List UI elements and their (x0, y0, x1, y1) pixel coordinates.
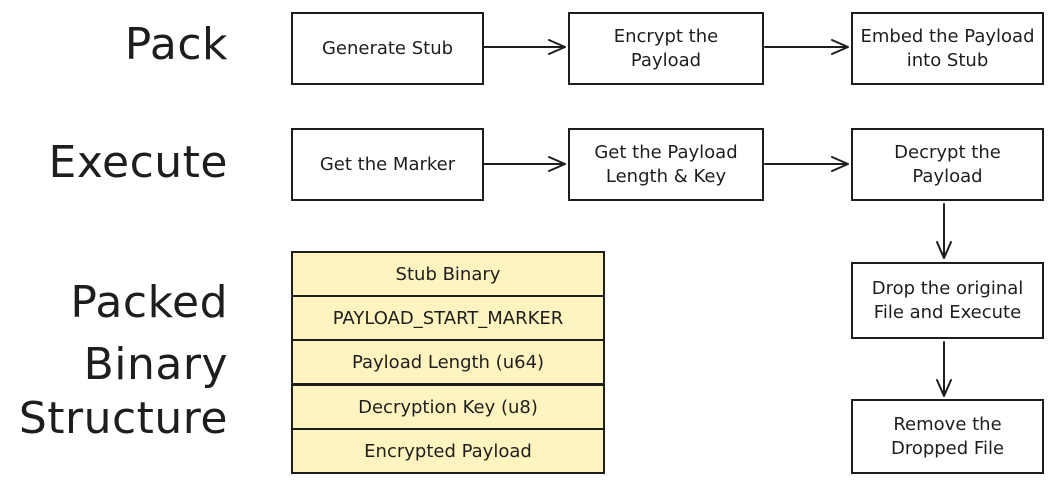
arrow-encrypt-to-embed (764, 39, 849, 55)
execute-step-get-length-key: Get the Payload Length & Key (568, 128, 764, 201)
structure-layer-stub-binary: Stub Binary (291, 251, 605, 297)
structure-layer-payload-length: Payload Length (u64) (291, 339, 605, 385)
structure-section-label-line2: Binary (83, 339, 228, 390)
pack-step-encrypt-payload: Encrypt the Payload (568, 12, 764, 85)
execute-step-remove-dropped-file: Remove the Dropped File (851, 399, 1044, 474)
structure-layer-payload-start-marker: PAYLOAD_START_MARKER (291, 295, 605, 341)
arrow-generate-to-encrypt (483, 39, 566, 55)
pack-step-generate-stub: Generate Stub (291, 12, 484, 85)
arrow-decrypt-to-drop (936, 203, 952, 259)
arrow-length-to-decrypt (764, 156, 849, 172)
arrow-marker-to-length (483, 156, 566, 172)
pack-step-embed-payload: Embed the Payload into Stub (851, 12, 1044, 85)
pack-section-label: Pack (124, 19, 228, 70)
structure-section-label-line1: Packed (70, 277, 228, 328)
execute-step-get-marker: Get the Marker (291, 128, 484, 201)
arrow-drop-to-remove (936, 341, 952, 397)
structure-section-label-line3: Structure (18, 393, 228, 444)
execute-section-label: Execute (48, 137, 228, 188)
structure-layer-encrypted-payload: Encrypted Payload (291, 428, 605, 474)
execute-step-drop-and-execute: Drop the original File and Execute (851, 262, 1044, 339)
execute-step-decrypt-payload: Decrypt the Payload (851, 128, 1044, 201)
structure-layer-decryption-key: Decryption Key (u8) (291, 384, 605, 430)
